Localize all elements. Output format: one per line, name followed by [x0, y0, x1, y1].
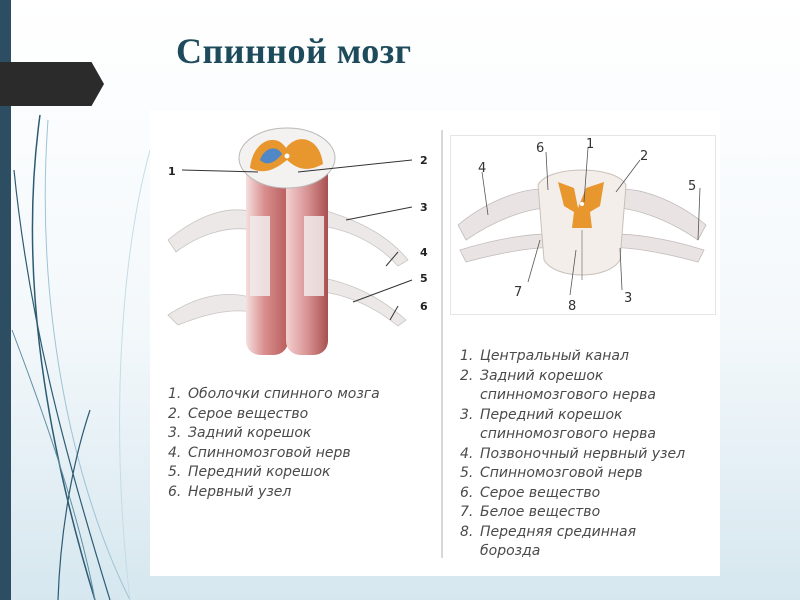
callout-leaders [481, 147, 701, 296]
legend-text: Оболочки спинного мозга [188, 386, 380, 402]
legend-text: Передняя срединная борозда [480, 523, 637, 560]
legend-item: 8. Передняя срединная борозда [460, 523, 720, 562]
legend-text: Серое вещество [188, 405, 309, 422]
left-accent-strip [0, 0, 11, 600]
legend-item: 1. Центральный канал [460, 347, 720, 367]
legend-text: Позвоночный нервный узел [480, 445, 686, 462]
legend-text: Серое вещество [480, 484, 601, 501]
legend-text: Передний корешок спинномозгового нерва [480, 406, 656, 443]
legend-text: Белое вещество [480, 504, 601, 520]
legend-number: 6. [460, 484, 474, 501]
legend-number: 5. [168, 464, 182, 480]
legend-text: Центральный канал [480, 348, 629, 364]
legend-item: 1. Оболочки спинного мозга [168, 385, 380, 405]
callout-label: 2 [420, 154, 428, 167]
callout-label: 6 [536, 141, 544, 156]
legend-item: 7. Белое вещество [460, 503, 720, 523]
legend-text: Спинномозговой нерв [188, 444, 351, 461]
legend-item: 5. Спинномозговой нерв [460, 464, 720, 484]
callout-leaders [181, 159, 413, 321]
legend-number: 2. [168, 405, 182, 422]
decorative-curves [11, 114, 151, 600]
legend-text: Нервный узел [188, 483, 292, 500]
legend-number: 8. [460, 523, 474, 540]
spinal-cord-columns [246, 156, 328, 355]
legend-number: 4. [460, 445, 474, 462]
callout-label: 5 [688, 179, 696, 194]
cross-section-frame [450, 135, 716, 315]
title-marker-tab [0, 62, 104, 106]
callout-label: 3 [420, 201, 428, 214]
legend-text: Передний корешок [188, 464, 331, 480]
cord-section [537, 169, 627, 280]
callout-label: 5 [420, 272, 428, 285]
callout-label: 4 [478, 161, 486, 176]
spinal-cord-segment-figure: 1 2 3 4 5 6 [167, 127, 428, 355]
callout-label: 4 [420, 246, 428, 259]
legend-number: 7. [460, 504, 474, 520]
legend-item: 4. Позвоночный нервный узел [460, 445, 720, 465]
legend-number: 6. [168, 483, 182, 500]
legend-item: 5. Передний корешок [168, 463, 380, 483]
spinal-cord-cross-section-figure: 1 2 3 4 5 6 7 8 [457, 137, 707, 314]
panel-divider [441, 130, 443, 558]
legend-right: 1. Центральный канал 2. Задний корешок спи… [460, 347, 720, 562]
legend-number: 1. [168, 386, 182, 402]
legend-text: Задний корешок спинномозгового нерва [480, 367, 656, 404]
legend-text: Спинномозговой нерв [480, 465, 643, 481]
legend-number: 1. [460, 348, 474, 364]
legend-item: 6. Нервный узел [168, 483, 380, 503]
legend-item: 3. Задний корешок [168, 424, 380, 444]
legend-text: Задний корешок [188, 425, 312, 441]
callout-label: 8 [568, 299, 576, 314]
legend-number: 5. [460, 465, 474, 481]
callout-label: 1 [586, 137, 594, 152]
legend-number: 2. [460, 367, 474, 384]
legend-left: 1. Оболочки спинного мозга 2. Серое вещест… [168, 385, 380, 502]
legend-item: 3. Передний корешок спинномозгового нерва [460, 406, 720, 445]
legend-item: 6. Серое вещество [460, 484, 720, 504]
legend-item: 2. Серое вещество [168, 405, 380, 425]
callout-label: 1 [168, 165, 176, 178]
callout-label: 6 [420, 300, 428, 313]
callout-label: 3 [624, 291, 632, 306]
legend-number: 3. [168, 425, 182, 441]
nerve-roots [167, 209, 409, 327]
legend-item: 2. Задний корешок спинномозгового нерва [460, 367, 720, 406]
legend-item: 4. Спинномозговой нерв [168, 444, 380, 464]
legend-number: 4. [168, 444, 182, 461]
slide-title: Спинной мозг [176, 31, 412, 71]
cross-section-top [238, 127, 336, 189]
legend-number: 3. [460, 406, 474, 423]
callout-label: 7 [514, 285, 522, 300]
callout-label: 2 [640, 149, 648, 164]
